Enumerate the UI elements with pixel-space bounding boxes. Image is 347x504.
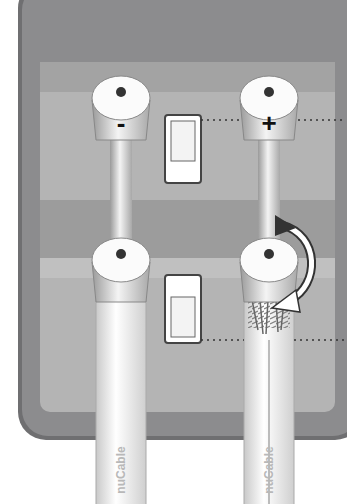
cable-brand: nuCable <box>115 446 127 493</box>
rocker-switch <box>165 115 201 343</box>
polarity-sign: + <box>261 110 276 136</box>
polarity-sign: - <box>117 110 126 136</box>
leader-line <box>201 120 345 340</box>
cable-brand: nuCable <box>263 446 275 493</box>
terminal <box>92 76 298 302</box>
twist-arrow <box>272 215 312 312</box>
housing <box>18 0 347 440</box>
